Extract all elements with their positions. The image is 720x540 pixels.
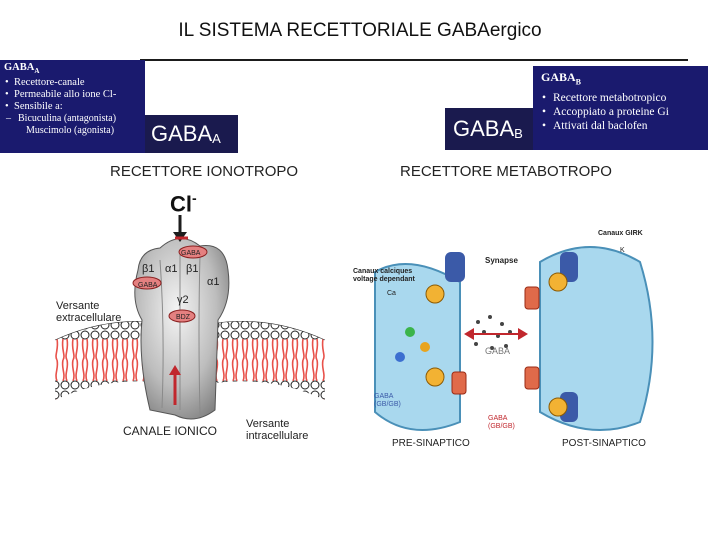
postsynaptic-label: POST-SINAPTICO [562, 438, 646, 449]
subunit-label: β1 [142, 263, 155, 275]
subunit-label: BDZ [176, 314, 190, 321]
gaba-a-subitem: Bicuculina (antagonista) [4, 113, 141, 125]
gaba-a-receptor-illustration [54, 215, 326, 420]
gaba-a-label: GABAA [145, 115, 238, 153]
gaba-b-feature: Accoppiato a proteine Gi [542, 105, 700, 119]
gaba-b-feature: Attivati dal baclofen [542, 119, 700, 133]
gaba-b-feature-list: Recettore metabotropico Accoppiato a pro… [541, 91, 700, 133]
gaba-a-feature: Permeabile allo ione Cl- [5, 89, 141, 101]
gaba-b-info-box: GABAB Recettore metabotropico Accoppiato… [533, 66, 708, 150]
gaba-a-feature: Recettore-canale [5, 77, 141, 89]
gaba-b-box-heading: GABAB [541, 70, 582, 87]
slide-title: IL SISTEMA RECETTORIALE GABAergico [178, 20, 542, 41]
gaba-a-feature-list: Recettore-canale Permeabile allo ione Cl… [4, 77, 141, 113]
synapse-label: Synapse [485, 256, 518, 265]
subunit-label: α1 [207, 276, 220, 288]
gaba-b-feature: Recettore metabotropico [542, 91, 700, 105]
gaba-a-box-heading: GABAA [4, 62, 40, 76]
subunit-label: α1 [165, 263, 178, 275]
potassium-ion-label: K [620, 247, 625, 254]
title-divider [140, 59, 688, 61]
metabotropic-heading: RECETTORE METABOTROPO [400, 163, 612, 180]
gaba-b-postsynaptic-label: GABA(GB/GB) [488, 415, 515, 430]
gaba-a-info-box: GABAA Recettore-canale Permeabile allo i… [0, 60, 145, 153]
ion-channel-label: CANALE IONICO [123, 424, 218, 438]
calcium-ion-label: Ca [387, 290, 396, 297]
gaba-a-feature: Sensibile a: [5, 101, 141, 113]
subunit-label: GABA [181, 250, 201, 257]
gaba-neurotransmitter-label: GABA [485, 346, 511, 356]
subunit-label: GABA [138, 282, 158, 289]
gaba-b-label: GABAB [445, 108, 533, 150]
subunit-label: γ2 [177, 294, 189, 306]
presynaptic-label: PRE-SINAPTICO [392, 438, 470, 449]
girk-channels-label: Canaux GIRK [598, 230, 643, 237]
gaba-b-receptor-illustration [374, 246, 654, 431]
ionotropic-heading: RECETTORE IONOTROPO [110, 163, 299, 180]
gaba-b-presynaptic-label: GABA(GB/GB) [374, 393, 401, 408]
gaba-a-subitem: Muscimolo (agonista) [26, 125, 115, 137]
chloride-ion-label: Cl- [170, 190, 197, 217]
subunit-label: β1 [186, 263, 199, 275]
